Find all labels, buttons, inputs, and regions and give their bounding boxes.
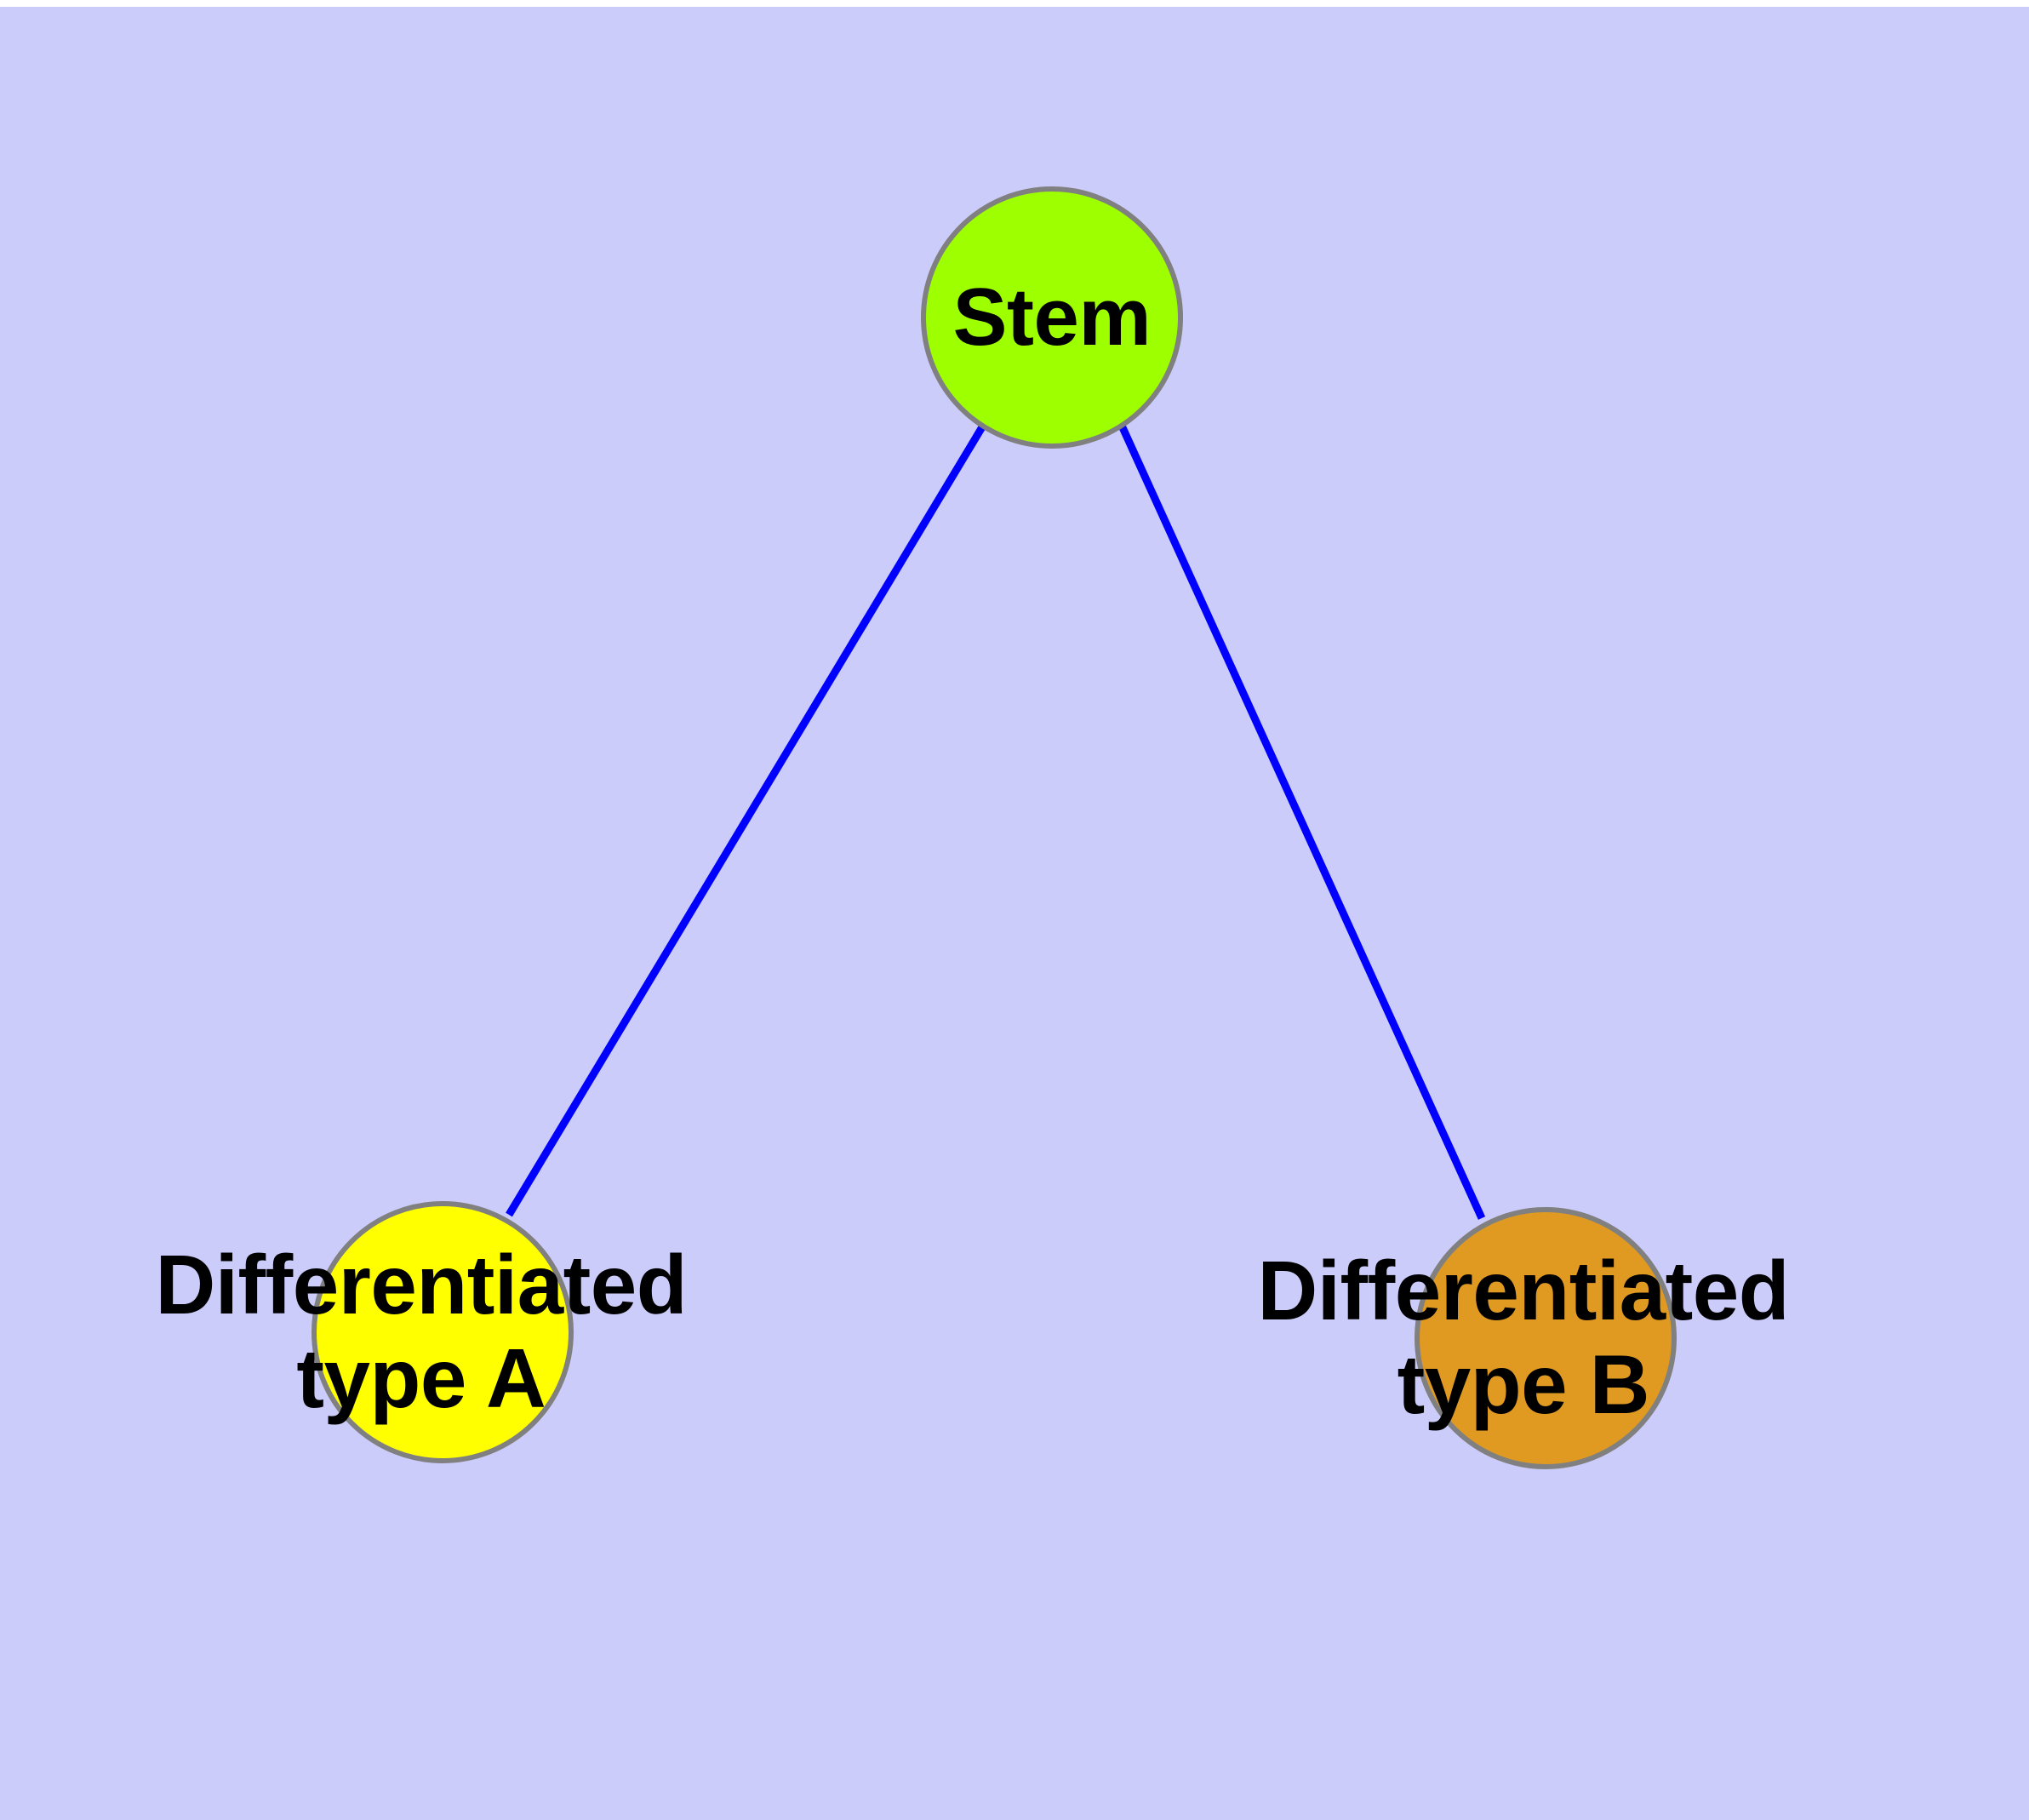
- edge-stem-to-b: [1117, 424, 1486, 1220]
- edge-stem-to-a: [506, 423, 986, 1217]
- node-diff-b[interactable]: [1415, 1207, 1677, 1469]
- node-diff-a[interactable]: [311, 1201, 574, 1463]
- node-stem[interactable]: [921, 186, 1183, 449]
- edges-group: [506, 423, 1486, 1220]
- nodes-group: [311, 186, 1677, 1469]
